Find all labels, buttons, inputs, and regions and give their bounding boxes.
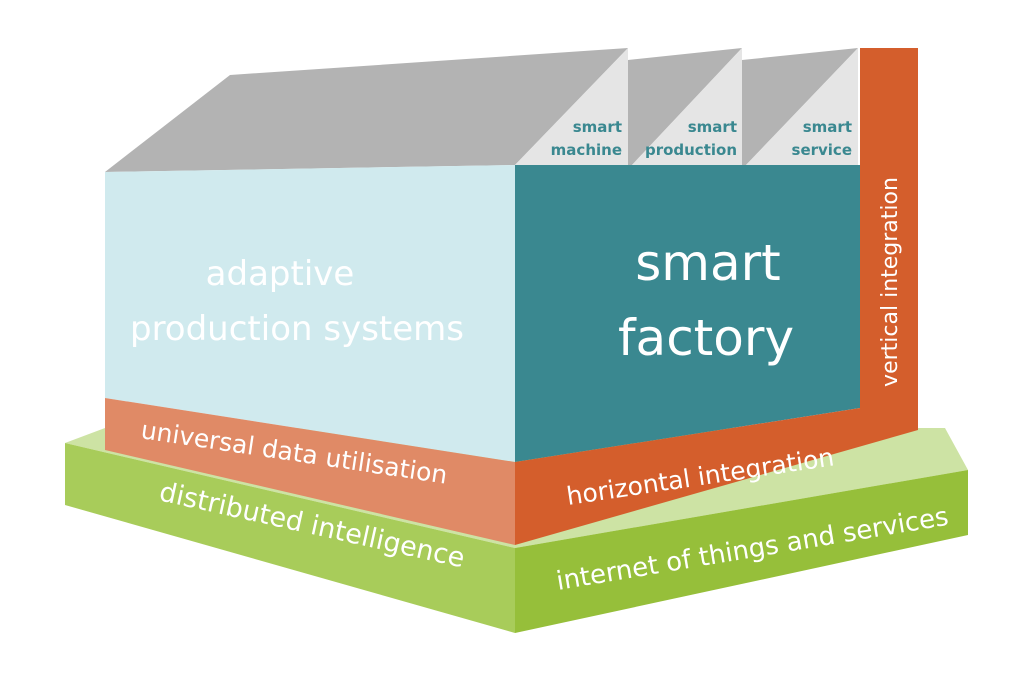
- roof-label-3-line1: smart: [803, 118, 852, 136]
- roof-label-2-line1: smart: [688, 118, 737, 136]
- front-wall: [515, 165, 860, 462]
- front-wall-label-line1: smart: [635, 234, 781, 292]
- roof-3: [742, 48, 858, 165]
- left-wall-label-line2: production systems: [130, 309, 464, 349]
- roof-label-3-line2: service: [792, 141, 852, 159]
- left-band: [105, 398, 515, 545]
- front-wall-label-line2: factory: [618, 309, 794, 367]
- base-right-face: [515, 470, 968, 633]
- left-wall: [105, 165, 515, 462]
- vertical-integration-label: vertical integration: [878, 177, 903, 387]
- roof-label-1-line1: smart: [573, 118, 622, 136]
- roof-main: [105, 48, 628, 172]
- roof-label-2-line2: production: [645, 141, 737, 159]
- right-band: [515, 48, 918, 545]
- roof-label-1-line2: machine: [551, 141, 622, 159]
- roof-gable-2: [632, 48, 742, 165]
- roof-2: [628, 48, 742, 165]
- roof-gable-3: [746, 48, 858, 165]
- roof-gable-1: [515, 48, 628, 165]
- base-left-face: [65, 443, 515, 633]
- left-wall-label-line1: adaptive: [206, 254, 355, 294]
